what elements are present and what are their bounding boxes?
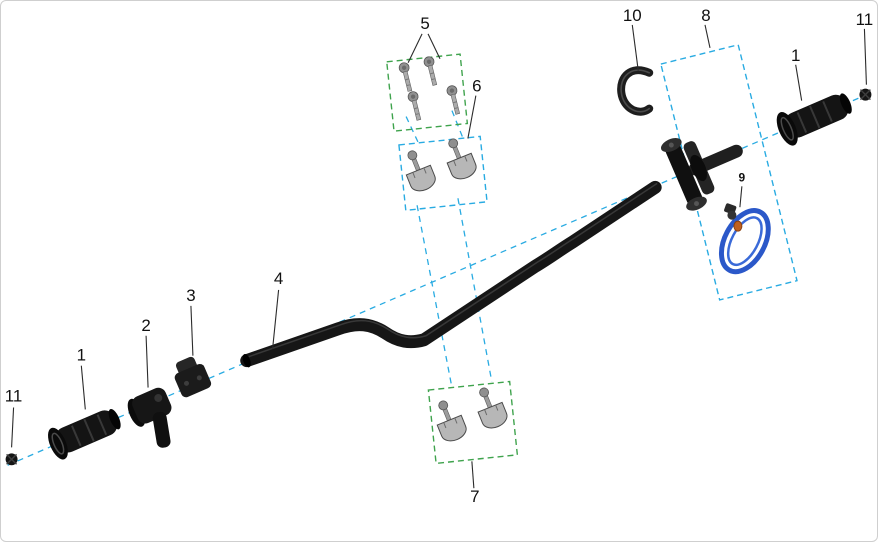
bar-clamp (446, 138, 477, 180)
bar-clamp (477, 387, 508, 429)
bar-clamp (436, 400, 467, 442)
bar-clamp (405, 150, 436, 192)
callout-retainer-clip: 10 (623, 6, 642, 25)
right-grip (776, 93, 852, 146)
leader-lines (11, 24, 867, 489)
lanyard-bead (733, 220, 743, 232)
bolt (407, 91, 422, 121)
bar-end-cap-right (859, 88, 872, 101)
callout-lanyard: 9 (739, 170, 746, 184)
lower-clamp-pair (427, 380, 519, 465)
bolt (398, 62, 413, 92)
callout-lower-clamps: 7 (470, 487, 479, 506)
callout-handlebar: 4 (274, 269, 283, 288)
mount-group (660, 43, 798, 301)
left-grip (48, 408, 121, 460)
lanyard (718, 203, 771, 275)
bar-end-cap-left (5, 453, 18, 466)
bolt-set (385, 53, 469, 132)
callout-bolt-set: 5 (420, 14, 429, 33)
group-box-upper-clamps (398, 135, 488, 212)
callout-grip-right: 1 (791, 46, 800, 65)
callout-bar-end-right: 11 (856, 10, 874, 29)
mount-bracket (660, 138, 743, 211)
callout-bar-clamp-block: 3 (186, 286, 195, 305)
callout-mount-group: 8 (701, 6, 710, 25)
bar-clamp-block (174, 356, 212, 398)
group-box-bolts (385, 53, 469, 132)
handlebar-tube (240, 180, 662, 368)
callout-labels: 11 1 2 3 4 5 6 7 8 9 10 1 11 (5, 6, 873, 506)
upper-clamp-pair (398, 135, 488, 212)
group-box-lower-clamps (427, 380, 519, 465)
clamp-alignment-lines (405, 110, 493, 388)
bolt (446, 85, 461, 115)
callout-bar-end-left: 11 (5, 387, 23, 406)
retainer-clip (617, 66, 654, 116)
bolt (423, 56, 438, 86)
callout-grip-left: 1 (77, 346, 86, 365)
callout-upper-clamps: 6 (472, 77, 481, 96)
callout-control-housing: 2 (141, 316, 150, 335)
control-housing (127, 387, 172, 448)
